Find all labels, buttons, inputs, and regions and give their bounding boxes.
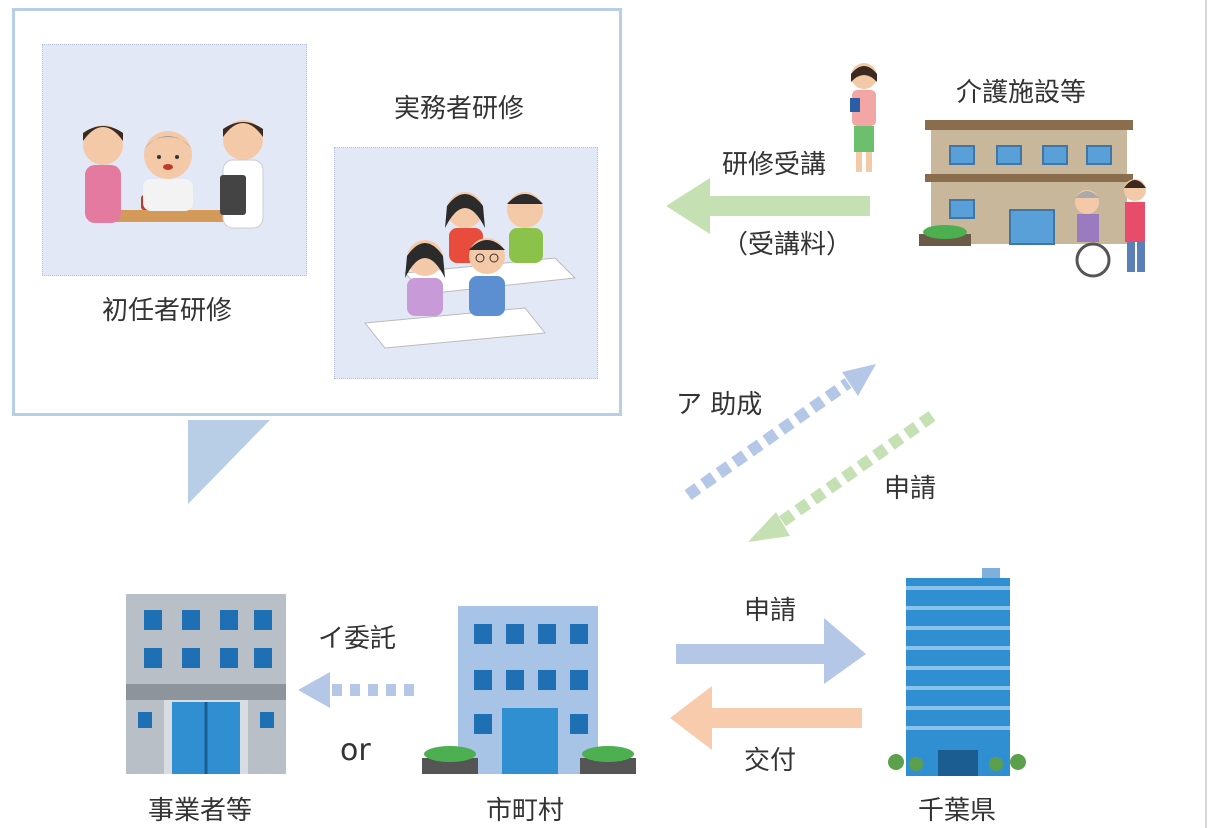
commission-arrow [298,672,420,708]
trainee-person-icon [850,63,877,172]
shoninsha-illustration [42,44,307,276]
business-building-icon [126,594,286,774]
shoninsha-training-label: 初任者研修 [102,296,233,326]
facility-application-label: 申請 [884,474,937,504]
commission-label: イ委託 [318,624,397,654]
prefecture-application-label: 申請 [744,596,797,626]
care-facility-building-icon [919,120,1146,278]
or-label: or [340,733,371,768]
municipality-building-icon [422,606,636,774]
attend-training-label: 研修受講 [722,150,827,180]
training-fee-label: （受講料） [722,230,853,260]
subsidy-label: ア 助成 [676,390,763,420]
training-attendance-arrow [666,178,870,234]
page-right-border [1205,0,1207,828]
prefecture-label: 千葉県 [918,796,997,826]
care-facility-label: 介護施設等 [956,78,1087,108]
prefecture-application-arrow [676,618,866,684]
jitsumusha-training-label: 実務者研修 [394,94,525,124]
municipality-label: 市町村 [486,796,565,826]
grant-label: 交付 [744,746,797,776]
jitsumusha-illustration [334,147,598,379]
business-operators-label: 事業者等 [148,796,253,826]
prefecture-building-icon [888,568,1026,776]
grant-arrow [670,686,862,750]
